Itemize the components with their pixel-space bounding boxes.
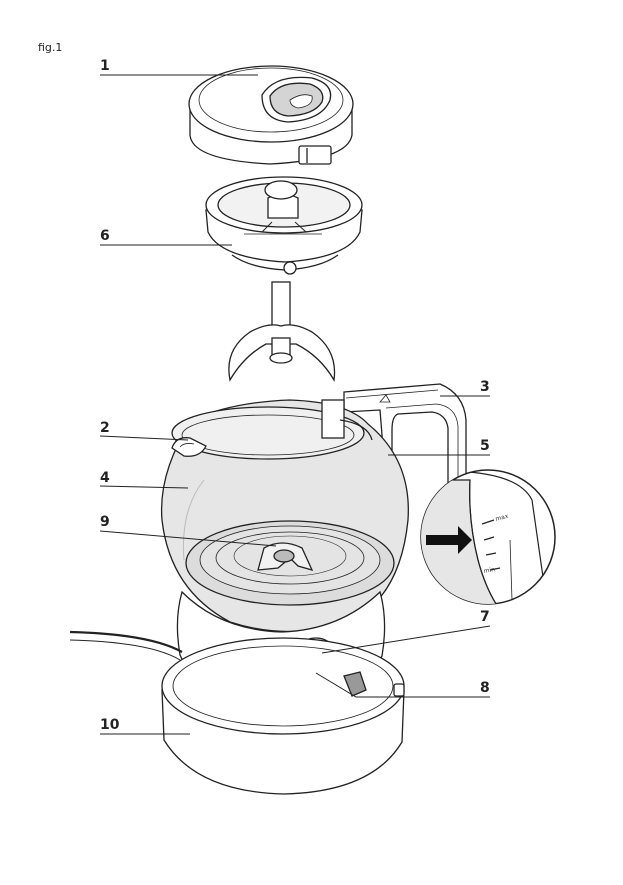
callout-1: 1 xyxy=(100,58,110,74)
water-level-inset xyxy=(420,470,555,612)
callout-3: 3 xyxy=(480,379,490,395)
callout-2: 2 xyxy=(100,420,110,436)
lid xyxy=(189,66,353,164)
stem-spider xyxy=(229,282,335,380)
callout-7: 7 xyxy=(480,609,490,625)
glass-jug xyxy=(162,400,409,632)
callout-6: 6 xyxy=(100,228,110,244)
callout-9: 9 xyxy=(100,514,110,530)
callout-8: 8 xyxy=(480,680,490,696)
callout-4: 4 xyxy=(100,470,110,486)
callout-10: 10 xyxy=(100,717,120,733)
power-base xyxy=(70,632,404,794)
infuser-basket xyxy=(206,177,362,274)
callout-5: 5 xyxy=(480,438,490,454)
